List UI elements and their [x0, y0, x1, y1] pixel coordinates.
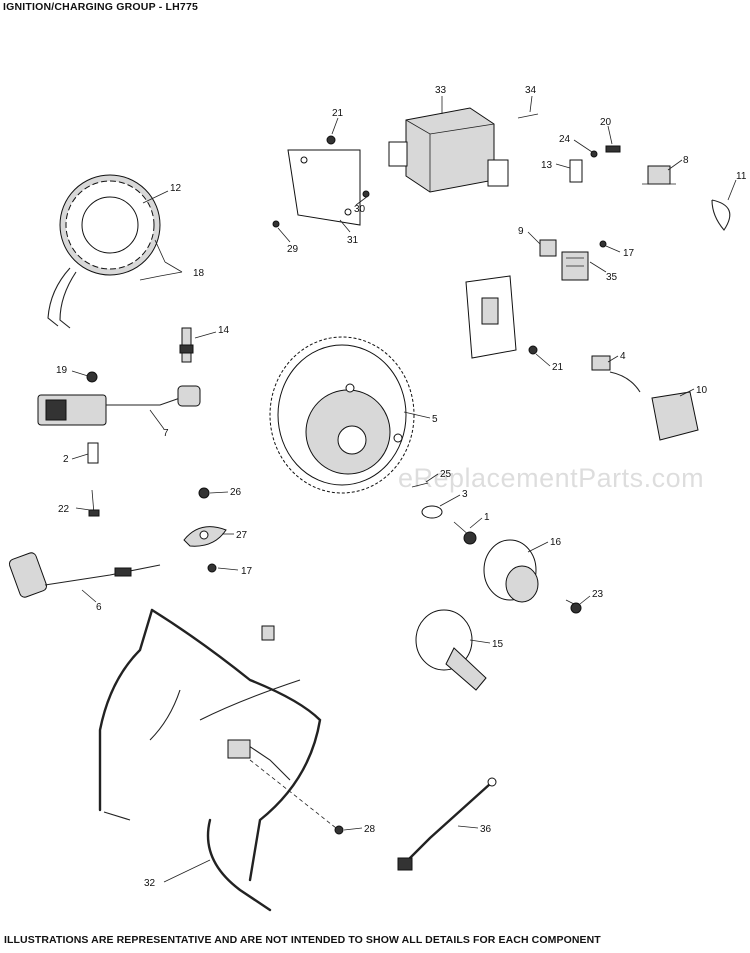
callout-12: 12 [170, 183, 182, 194]
part-bolt-1[interactable] [453, 521, 477, 545]
part-bolt-23[interactable] [565, 599, 582, 614]
callout-35: 35 [606, 272, 618, 283]
part-spacer[interactable] [87, 442, 99, 464]
part-hub-16[interactable] [483, 539, 539, 603]
part-nut-30[interactable] [362, 190, 370, 198]
callout-26: 26 [230, 487, 242, 498]
callout-33: 33 [435, 85, 447, 96]
page-title: IGNITION/CHARGING GROUP - LH775 [3, 1, 199, 13]
part-clip-9[interactable] [539, 239, 557, 257]
callout-2: 2 [63, 454, 69, 465]
callout-14: 14 [218, 325, 230, 336]
callout-4: 4 [620, 351, 626, 362]
part-screw-20[interactable] [605, 145, 621, 153]
callout-30: 30 [354, 204, 366, 215]
part-pto-shaft[interactable] [415, 609, 487, 691]
callout-10: 10 [696, 385, 708, 396]
part-clip-13[interactable] [569, 159, 583, 183]
part-screw-21b[interactable] [528, 345, 538, 355]
callout-22: 22 [58, 504, 70, 515]
callout-9: 9 [518, 226, 524, 237]
callout-8: 8 [683, 155, 689, 166]
part-control-module[interactable] [388, 107, 509, 193]
part-wiring-harness[interactable] [98, 608, 322, 912]
callout-34: 34 [525, 85, 537, 96]
part-screws[interactable] [139, 239, 166, 281]
part-screw-17[interactable] [599, 240, 607, 248]
part-screw-29[interactable] [272, 220, 280, 228]
part-screw-small[interactable] [207, 563, 217, 573]
callout-29: 29 [287, 244, 299, 255]
part-tie-11[interactable] [711, 199, 731, 231]
callout-3: 3 [462, 489, 468, 500]
callout-25: 25 [440, 469, 452, 480]
callout-15: 15 [492, 639, 504, 650]
part-washer[interactable] [198, 487, 210, 499]
callout-36: 36 [480, 824, 492, 835]
callout-31: 31 [347, 235, 359, 246]
part-bracket[interactable] [183, 526, 227, 547]
part-screw-34[interactable] [517, 113, 539, 119]
callout-17-lower: 17 [241, 566, 253, 577]
part-gasket-plate[interactable] [465, 275, 517, 359]
callout-32: 32 [144, 878, 156, 889]
part-screw-21[interactable] [326, 135, 336, 145]
part-screw-25[interactable] [411, 482, 429, 488]
callout-11: 11 [736, 171, 747, 182]
footer-disclaimer: ILLUSTRATIONS ARE REPRESENTATIVE AND ARE… [4, 934, 601, 946]
part-battery-cable[interactable] [397, 777, 497, 871]
part-kill-lead[interactable] [8, 551, 161, 598]
callout-6: 6 [96, 602, 102, 613]
part-regulator-35[interactable] [561, 251, 589, 281]
callout-1: 1 [484, 512, 490, 523]
part-module-10[interactable] [609, 371, 699, 441]
part-connector-4[interactable] [591, 355, 611, 371]
callout-5: 5 [432, 414, 438, 425]
leader-lines [71, 95, 737, 883]
callout-19: 19 [56, 365, 68, 376]
callout-13: 13 [541, 160, 553, 171]
part-bracket-plate[interactable] [287, 149, 361, 226]
part-washer-24[interactable] [590, 150, 598, 158]
part-bolt[interactable] [88, 489, 100, 517]
callout-17-upper: 17 [623, 248, 635, 259]
part-flywheel[interactable] [269, 336, 415, 494]
part-spark-plug[interactable] [179, 327, 194, 363]
callout-23: 23 [592, 589, 604, 600]
part-stator[interactable] [47, 174, 161, 329]
part-connector-8[interactable] [642, 165, 676, 185]
callout-27: 27 [236, 530, 248, 541]
part-ignition-module[interactable] [37, 385, 201, 426]
part-nut[interactable] [86, 371, 98, 383]
watermark: eReplacementParts.com [398, 463, 705, 493]
callout-24: 24 [559, 134, 571, 145]
callout-28: 28 [364, 824, 376, 835]
callout-7: 7 [163, 428, 169, 439]
callout-21-upper: 21 [332, 108, 344, 119]
callout-18: 18 [193, 268, 205, 279]
part-washer-3[interactable] [421, 505, 443, 519]
callout-16: 16 [550, 537, 562, 548]
part-screw-28[interactable] [334, 825, 344, 835]
callout-20: 20 [600, 117, 612, 128]
callout-21-lower: 21 [552, 362, 564, 373]
